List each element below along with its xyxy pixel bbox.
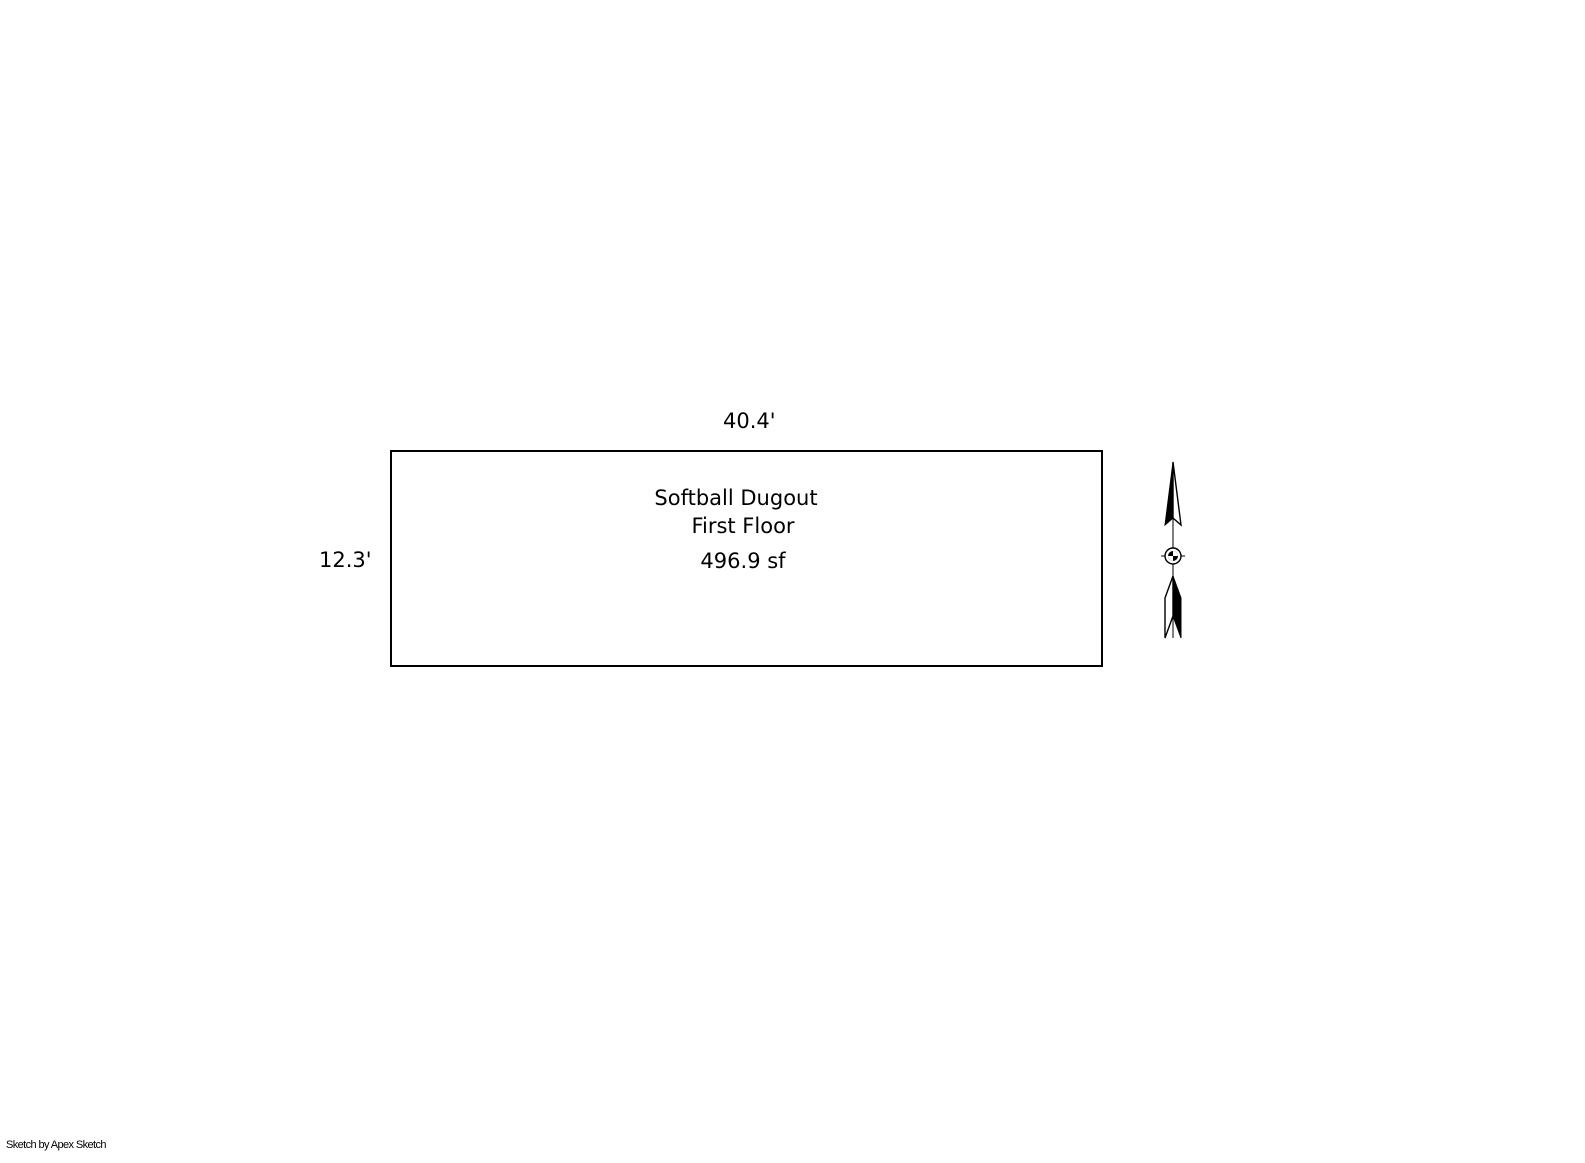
room-outline [390,450,1103,667]
north-arrow-icon [1161,461,1185,639]
dimension-label-left: 12.3' [319,548,372,572]
dimension-label-top: 40.4' [723,409,776,433]
room-name-label: Softball Dugout [654,486,818,510]
room-floor-label: First Floor [691,514,795,538]
room-area-label: 496.9 sf [700,549,786,573]
credit-label: Sketch by Apex Sketch [6,1139,107,1151]
